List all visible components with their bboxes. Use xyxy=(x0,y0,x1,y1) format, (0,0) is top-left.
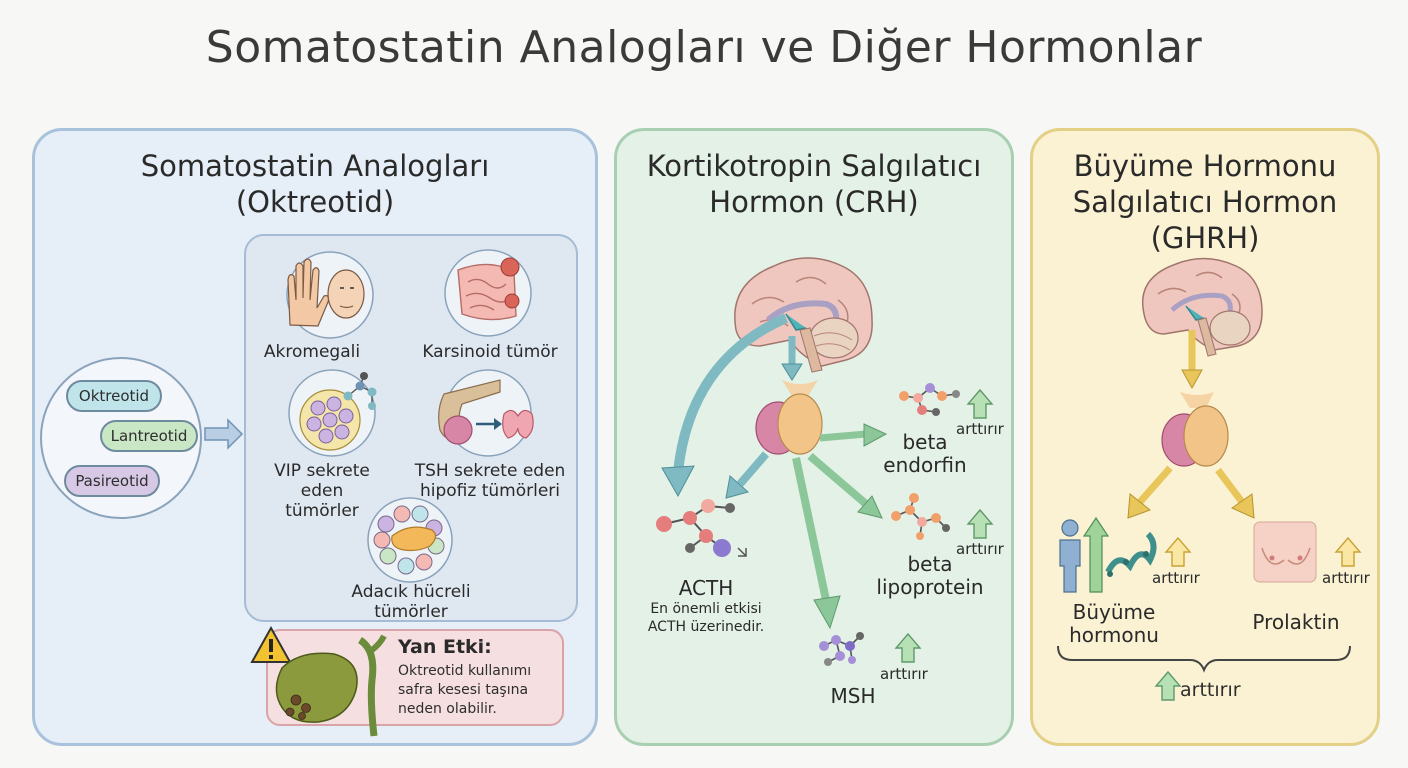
side-effect-line1: Oktreotid kullanımı xyxy=(398,663,532,679)
arrow-brain-to-acth xyxy=(673,313,789,473)
page-title: Somatostatin Analogları ve Diğer Hormonl… xyxy=(205,22,1203,73)
up-arrow-gh xyxy=(1164,536,1192,567)
label-tsh-line2: hipofiz tümörleri xyxy=(419,481,560,501)
up-arrow-beta-endorfin xyxy=(966,388,994,419)
msh-molecule-icon xyxy=(819,632,864,666)
label-vip-line2: eden tümörler xyxy=(285,481,359,521)
label-carcinoid: Karsinoid tümör xyxy=(422,342,558,362)
label-beta-lipoprotein-line1: beta xyxy=(907,552,953,576)
growth-figure-icon xyxy=(1059,516,1110,593)
arrowhead-pituitary-to-beta-endorfin xyxy=(863,423,888,447)
arrowhead-pituitary-to-msh xyxy=(813,595,841,630)
label-acromegaly: Akromegali xyxy=(263,342,361,362)
label-beta-endorfin-line2: endorfin xyxy=(883,453,967,477)
arrowhead-brain-to-acth xyxy=(661,465,695,498)
drug-pill-pasireotid: Pasireotid xyxy=(64,465,160,497)
increases-prolactin: arttırır xyxy=(1322,569,1370,587)
gh-molecule-icon xyxy=(1105,531,1157,577)
side-effect-line3: neden olabilir. xyxy=(398,701,497,717)
beta-endorfin-molecule-icon xyxy=(899,383,960,416)
panel-title-crh-line2: Hormon (CRH) xyxy=(709,185,919,219)
arrowhead-ghrh-to-pituitary xyxy=(1181,369,1203,390)
side-effect-heading: Yan Etki: xyxy=(398,636,492,658)
up-arrow-beta-lipoprotein xyxy=(966,508,994,539)
panel-title-somatostatin-line2: (Oktreotid) xyxy=(235,185,395,219)
warning-icon xyxy=(250,625,292,663)
arrow-pituitary-to-prolactin xyxy=(1215,467,1245,505)
label-gh-line2: hormonu xyxy=(1069,623,1159,647)
grouping-brace xyxy=(1057,645,1351,673)
up-arrow-msh xyxy=(894,632,922,663)
arrowhead-pituitary-to-gh xyxy=(1127,493,1152,519)
acth-note-line1: En önemli etkisi xyxy=(650,601,762,617)
increases-msh: arttırır xyxy=(880,665,928,683)
label-beta-endorfin-line1: beta xyxy=(902,430,948,454)
label-islet-line1: Adacık hücreli xyxy=(351,582,471,602)
arrowhead-pituitary-to-prolactin xyxy=(1230,493,1255,519)
brain-icon-ghrh xyxy=(1142,257,1263,357)
label-msh: MSH xyxy=(830,684,876,708)
arrowhead-pituitary-to-acth xyxy=(725,475,750,499)
arrow-pituitary-to-msh xyxy=(792,457,830,601)
label-beta-lipoprotein-line2: lipoprotein xyxy=(876,575,984,599)
label-gh-line1: Büyüme xyxy=(1072,600,1156,624)
panel-title-ghrh-line3: (GHRH) xyxy=(1150,221,1260,255)
label-tsh-line1: TSH sekrete eden xyxy=(414,461,566,481)
panel-title-somatostatin-line1: Somatostatin Analogları xyxy=(140,149,490,183)
increases-gh: arttırır xyxy=(1152,569,1200,587)
drug-pill-oktreotid: Oktreotid xyxy=(66,380,162,412)
panel-title-ghrh-line1: Büyüme Hormonu xyxy=(1073,149,1337,183)
arrowhead-pituitary-to-beta-lipoprotein xyxy=(857,495,883,519)
vip-tumor-cells-icon xyxy=(288,369,377,457)
label-vip-line1: VIP sekrete xyxy=(274,461,370,481)
panel-title-ghrh-line2: Salgılatıcı Hormon xyxy=(1072,185,1338,219)
increases-beta-endorfin: arttırır xyxy=(956,420,1004,438)
arrow-pituitary-to-beta-endorfin xyxy=(819,430,867,442)
panel-title-crh-line1: Kortikotropin Salgılatıcı xyxy=(646,149,982,183)
breast-icon xyxy=(1253,521,1317,583)
arrow-pituitary-to-beta-lipoprotein xyxy=(807,452,869,508)
side-effect-line2: safra kesesi taşına xyxy=(398,682,529,698)
arrow-to-indications xyxy=(204,418,244,450)
brain-icon-crh xyxy=(734,257,873,373)
islet-cells-icon xyxy=(367,497,453,583)
intestine-icon xyxy=(444,249,532,337)
increases-combined: arttırır xyxy=(1180,679,1241,701)
pituitary-thyroid-icon xyxy=(438,369,534,457)
acth-molecule-icon xyxy=(656,499,747,557)
acromegaly-icon xyxy=(286,251,374,339)
pituitary-icon-ghrh xyxy=(1161,392,1229,467)
up-arrow-prolactin xyxy=(1334,536,1362,567)
arrowhead-brain-to-pituitary xyxy=(781,363,803,381)
label-islet-line2: tümörler xyxy=(374,602,448,622)
acth-note-line2: ACTH üzerinedir. xyxy=(647,619,765,635)
gallbladder-icon xyxy=(275,634,387,737)
arrow-pituitary-to-acth xyxy=(736,451,770,487)
label-prolactin: Prolaktin xyxy=(1252,610,1340,634)
beta-lipoprotein-molecule-icon xyxy=(891,493,950,540)
arrow-pituitary-to-gh xyxy=(1137,465,1173,505)
drug-pill-lantreotid: Lantreotid xyxy=(100,420,198,452)
label-acth: ACTH xyxy=(678,576,734,600)
increases-beta-lipoprotein: arttırır xyxy=(956,540,1004,558)
up-arrow-combined xyxy=(1154,670,1182,701)
pituitary-icon-crh xyxy=(755,380,823,455)
